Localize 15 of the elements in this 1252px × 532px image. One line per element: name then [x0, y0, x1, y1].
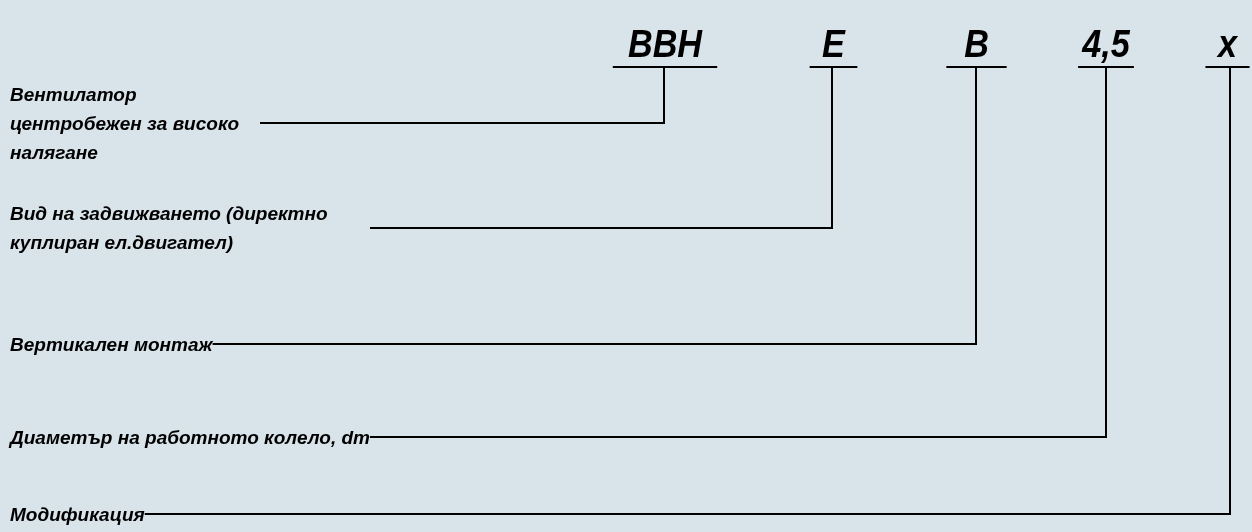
description-text: Диаметър на работното колело, dm [10, 422, 370, 452]
leader-line [143, 67, 1231, 515]
leader-line [368, 67, 1107, 438]
leader-line [211, 67, 977, 345]
designation-code: ВВН [612, 22, 718, 68]
leader-line [369, 67, 833, 229]
leader-line [259, 67, 665, 124]
designation-code: х [1205, 22, 1250, 68]
designation-code: Е [809, 22, 858, 68]
description-text: Модификация [10, 499, 145, 529]
designation-code: В [946, 22, 1007, 68]
description-text: Вид на задвижването (директно куплиран ел.двигател) [10, 199, 370, 257]
description-text: Вентилатор центробежен за високо налягане [10, 79, 260, 167]
designation-code: 4,5 [1078, 22, 1134, 68]
description-text: Вертикален монтаж [10, 329, 213, 359]
